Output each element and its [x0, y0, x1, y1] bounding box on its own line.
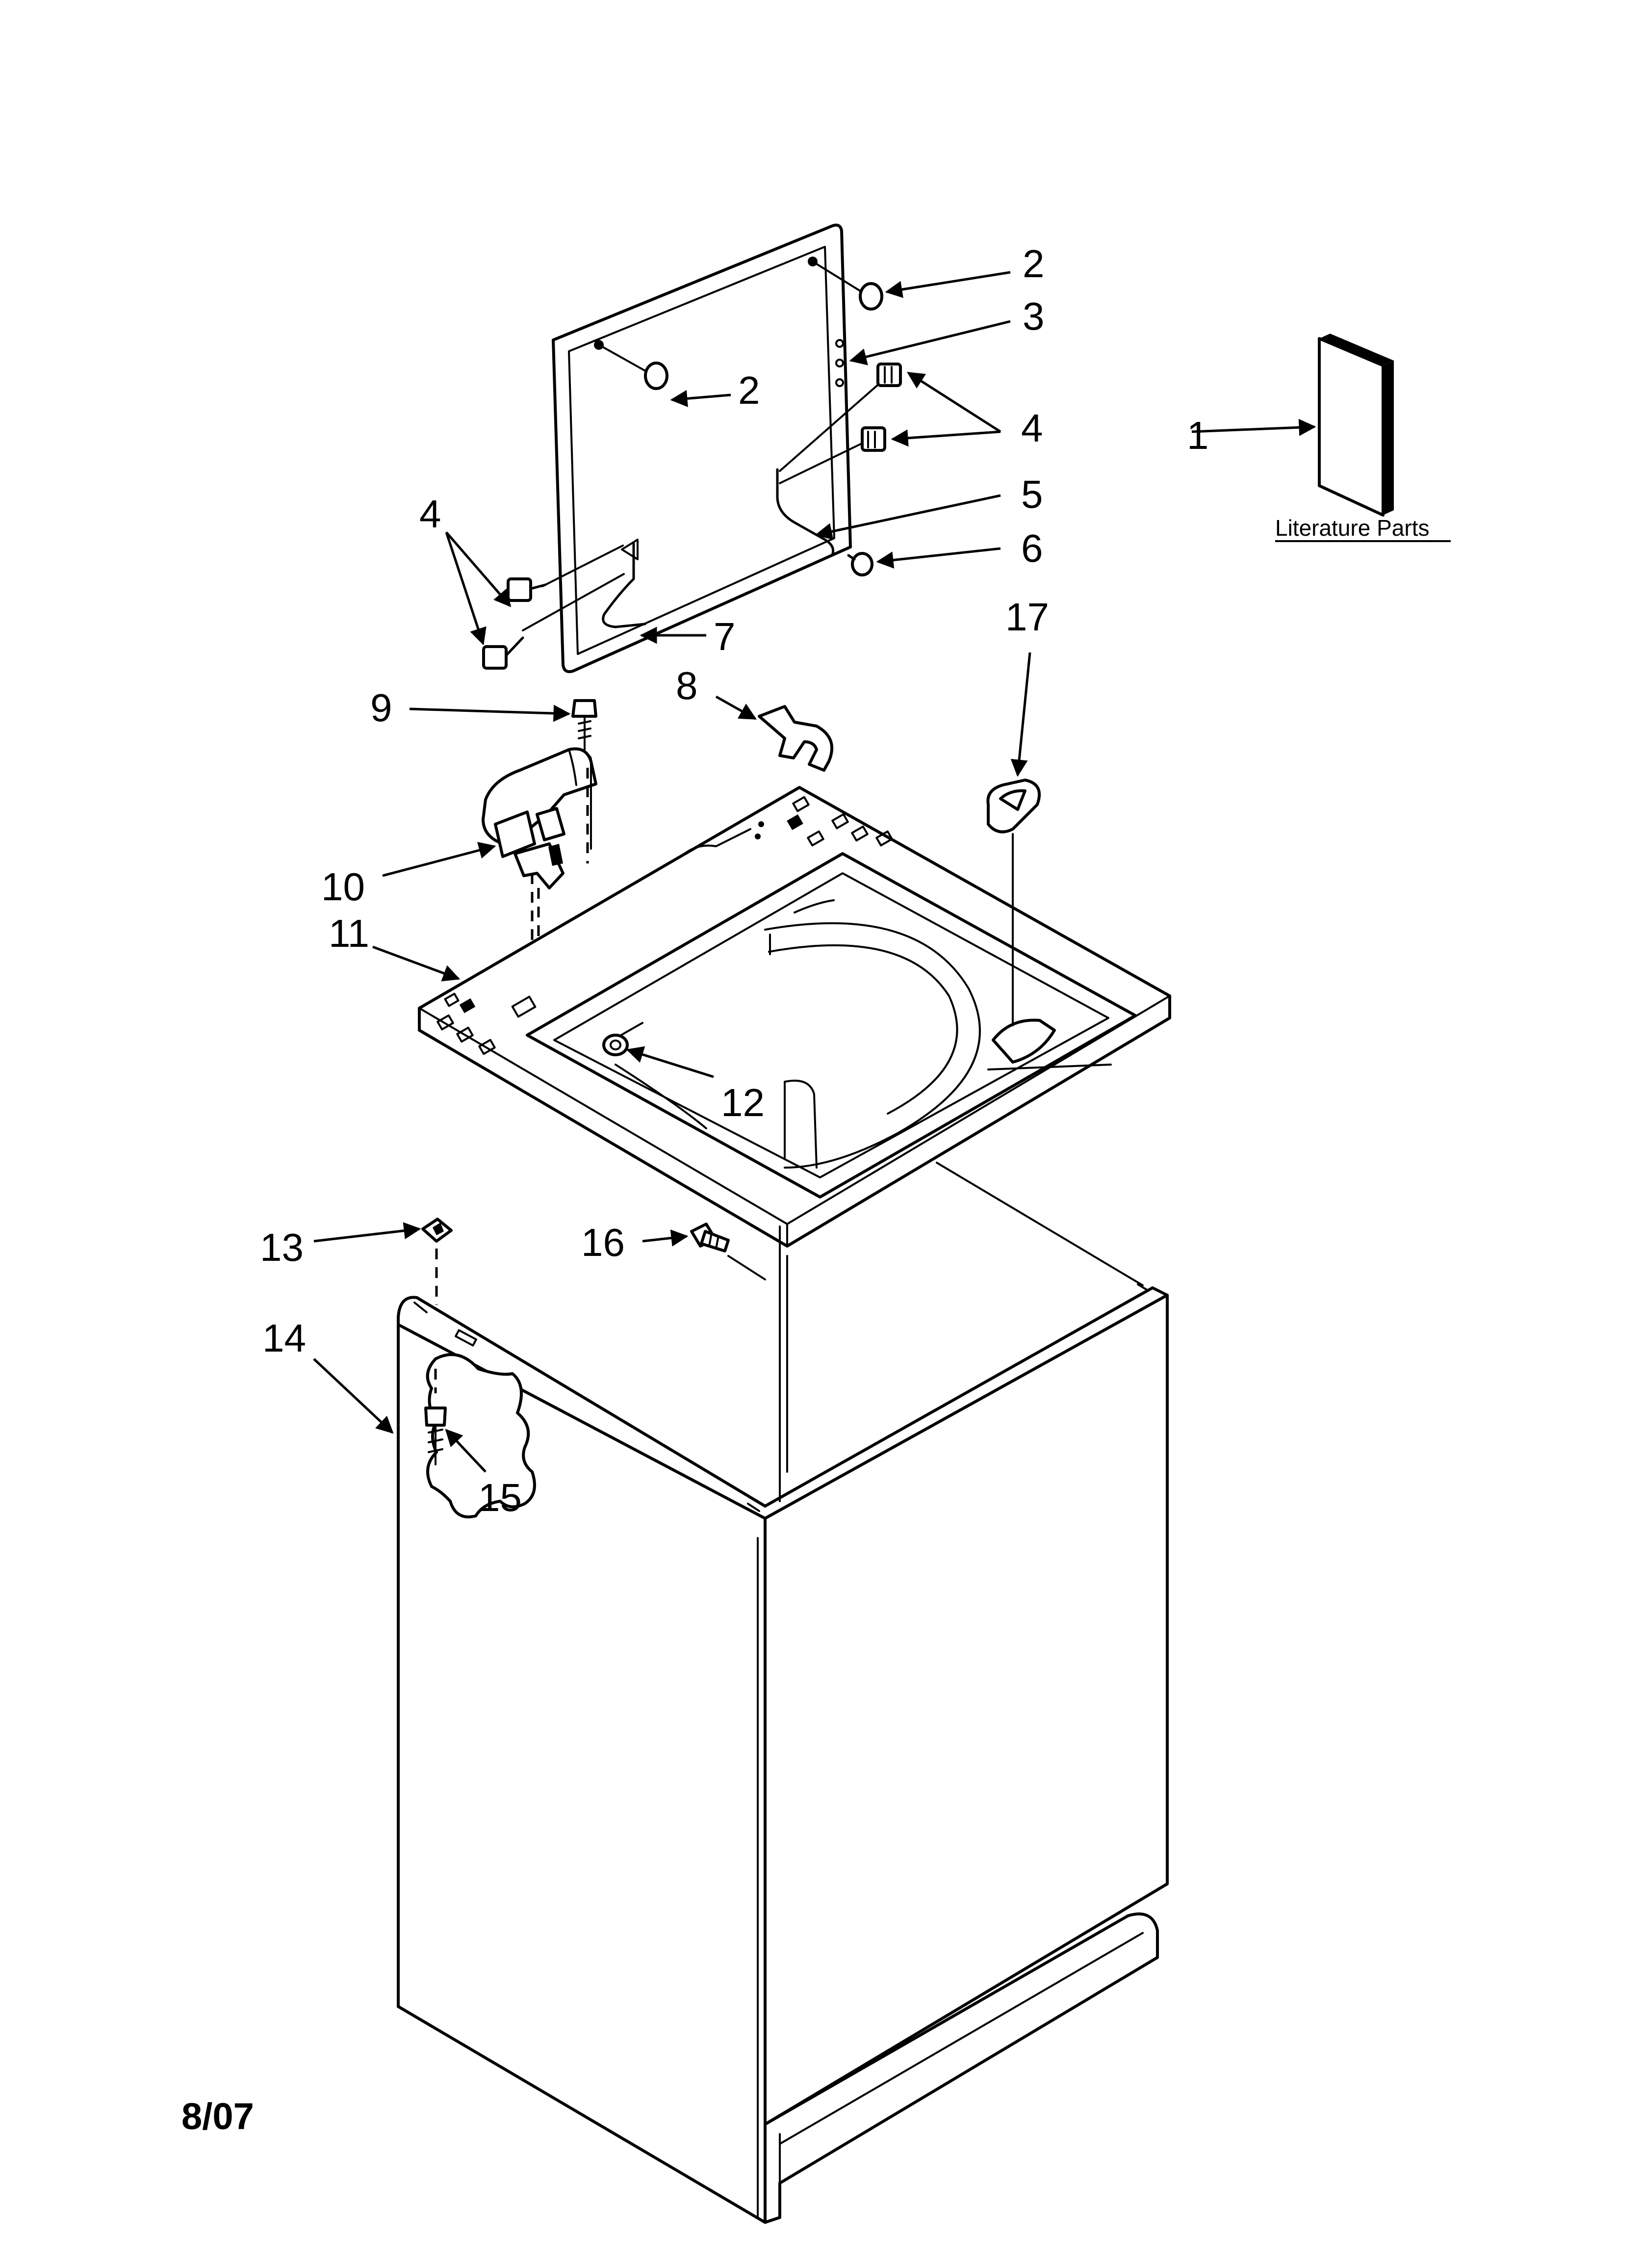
callout-15: 15 — [478, 1476, 522, 1519]
literature-parts-label: Literature Parts — [1275, 515, 1429, 541]
callout-4-left: 4 — [419, 492, 441, 536]
callout-8: 8 — [676, 664, 698, 707]
hinge-tab-left — [621, 539, 639, 560]
callout-16: 16 — [581, 1221, 625, 1264]
lid-switch-clip — [758, 705, 834, 772]
fill-inlet — [602, 1034, 629, 1056]
revision-date: 8/07 — [181, 2096, 254, 2138]
callout-2-lower: 2 — [738, 368, 760, 412]
top-panel-screw — [690, 1223, 766, 1280]
callout-1: 1 — [1187, 414, 1209, 457]
hinge-screw-left-lower — [482, 573, 625, 670]
callout-5: 5 — [1021, 472, 1043, 516]
top-panel — [418, 786, 1171, 1248]
cabinet-clip — [421, 1218, 453, 1243]
literature-packet — [1318, 334, 1394, 517]
hinge-rod-left — [602, 542, 646, 628]
cabinet-cutaway — [424, 1353, 536, 1518]
hinge-screw-right-lower — [779, 426, 886, 484]
callout-9: 9 — [370, 686, 392, 730]
lid-switch-screw — [571, 699, 597, 766]
callout-11: 11 — [329, 912, 369, 955]
lid-switch — [482, 747, 597, 889]
callout-4-right: 4 — [1021, 406, 1043, 450]
callout-17: 17 — [1005, 595, 1049, 639]
hinge-screw-right-upper — [779, 363, 902, 472]
callout-6: 6 — [1021, 526, 1043, 570]
callout-14: 14 — [262, 1316, 306, 1360]
callout-12: 12 — [721, 1081, 765, 1124]
softener-dispenser — [986, 779, 1041, 834]
callout-2-upper: 2 — [1023, 242, 1045, 286]
lid-bumper-lower — [594, 340, 668, 390]
leader-arrows — [313, 271, 1316, 1473]
lid-bumper-upper — [808, 257, 883, 311]
callout-10: 10 — [321, 865, 365, 909]
callout-labels: 2 3 2 4 5 6 7 4 1 9 8 17 10 11 12 13 16 … — [260, 242, 1209, 1519]
callout-13: 13 — [260, 1225, 304, 1269]
hinge-rod-right — [776, 468, 835, 555]
hinge-bushing — [847, 552, 873, 576]
cabinet — [397, 1162, 1169, 2224]
callout-3: 3 — [1023, 294, 1045, 338]
hinge-screw-left-upper — [507, 545, 624, 602]
lid — [552, 223, 852, 674]
callout-7: 7 — [714, 615, 736, 658]
